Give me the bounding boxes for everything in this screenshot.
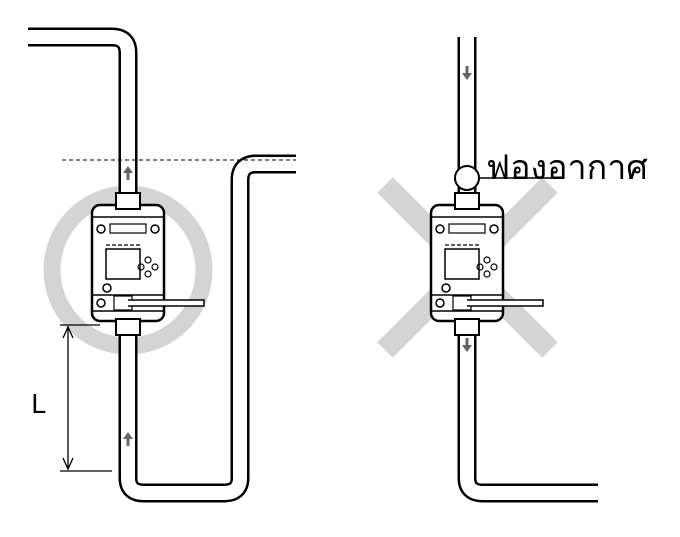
pipe-right: [457, 36, 600, 503]
flow-arrow-up-icon: [123, 166, 133, 180]
flow-arrow-down-icon: [462, 66, 472, 80]
air-bubble-label: ฟองอากาศ: [486, 148, 648, 188]
pipe-left: [28, 27, 298, 503]
length-dimension: [60, 324, 112, 472]
flow-arrow-up-icon: [123, 432, 133, 446]
air-bubble: [454, 165, 480, 191]
flow-arrow-down-icon: [462, 338, 472, 352]
length-label: L: [31, 390, 46, 420]
